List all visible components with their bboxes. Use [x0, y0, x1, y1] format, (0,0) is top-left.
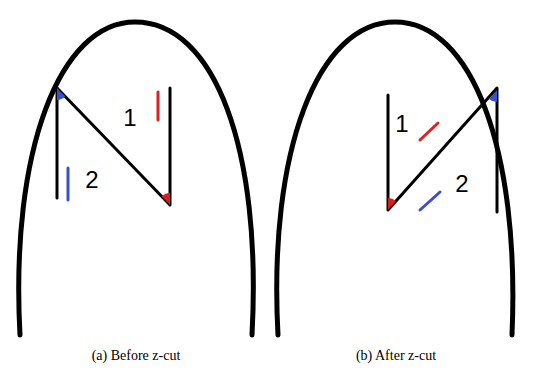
- arch-outline: [19, 22, 254, 335]
- angle-marker: [162, 193, 170, 205]
- z-shape: [57, 88, 170, 205]
- edge-mark: [420, 123, 438, 140]
- angle-marker: [489, 90, 497, 102]
- callout-number: 2: [455, 172, 468, 196]
- edge-mark: [420, 192, 440, 210]
- callout-number: 1: [123, 106, 136, 130]
- callout-number: 2: [85, 168, 98, 192]
- z-shape: [388, 88, 497, 212]
- angle-marker: [388, 198, 396, 210]
- arch-outline: [277, 22, 513, 335]
- subfigure-caption: (a) Before z-cut: [92, 348, 181, 363]
- subfigure-caption: (b) After z-cut: [356, 348, 436, 363]
- angle-marker: [57, 88, 65, 100]
- edge-mark: [157, 92, 160, 120]
- callout-number: 1: [395, 112, 408, 136]
- edge-mark: [67, 168, 70, 200]
